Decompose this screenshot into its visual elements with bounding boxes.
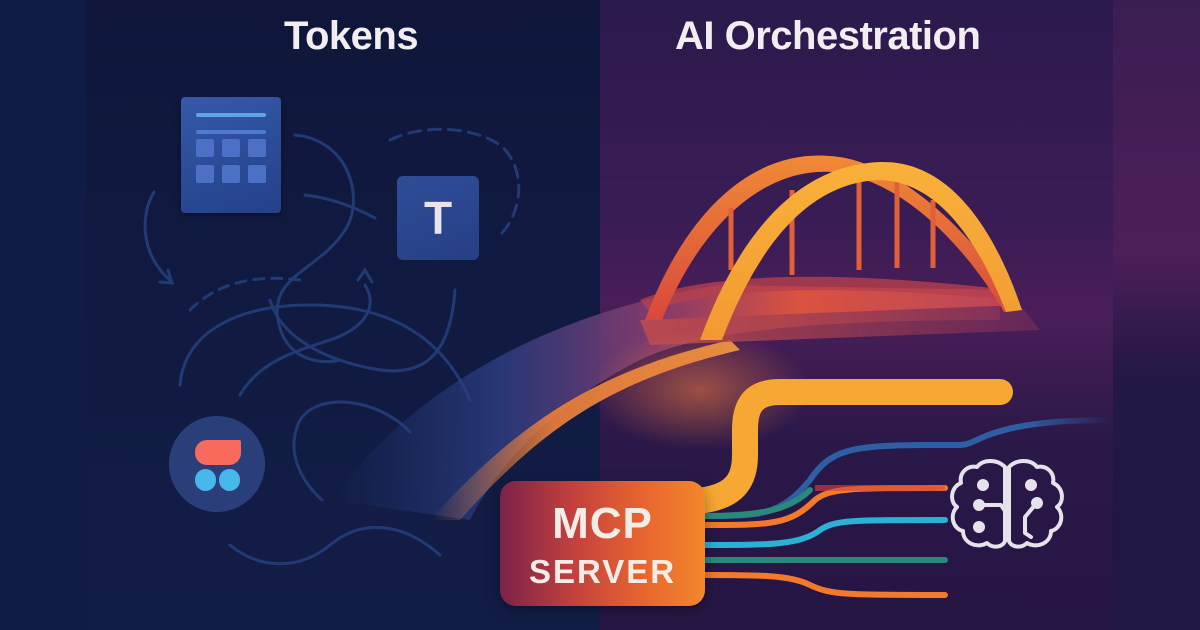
calculator-keypad: [196, 139, 266, 183]
brain-circuit-icon: [950, 459, 1064, 549]
tokens-heading: Tokens: [284, 14, 419, 58]
calculator-key: [222, 139, 240, 157]
calculator-key: [248, 165, 266, 183]
figma-shape-bottom-right: [219, 469, 240, 491]
calculator-key: [196, 165, 214, 183]
data-wires: [702, 417, 1113, 598]
right-edge-strip: [1113, 0, 1200, 630]
mcp-server-badge: MCP SERVER: [500, 481, 705, 606]
calculator-key: [196, 139, 214, 157]
figma-icon: [169, 416, 265, 512]
text-token-icon: T: [397, 176, 479, 260]
calculator-key: [248, 139, 266, 157]
calculator-display-line: [196, 113, 266, 117]
server-label: SERVER: [528, 553, 677, 590]
orange-connector: [692, 379, 1013, 513]
flow-scribbles: [143, 127, 521, 566]
calculator-icon: [181, 97, 281, 213]
figma-shape-top: [195, 440, 241, 465]
figma-shape-bottom-left: [195, 469, 216, 491]
ai-orchestration-heading: AI Orchestration: [675, 14, 981, 58]
calculator-display-line: [196, 130, 266, 134]
calculator-key: [222, 165, 240, 183]
left-edge-strip: [0, 0, 86, 630]
mcp-label: MCP: [552, 499, 653, 548]
